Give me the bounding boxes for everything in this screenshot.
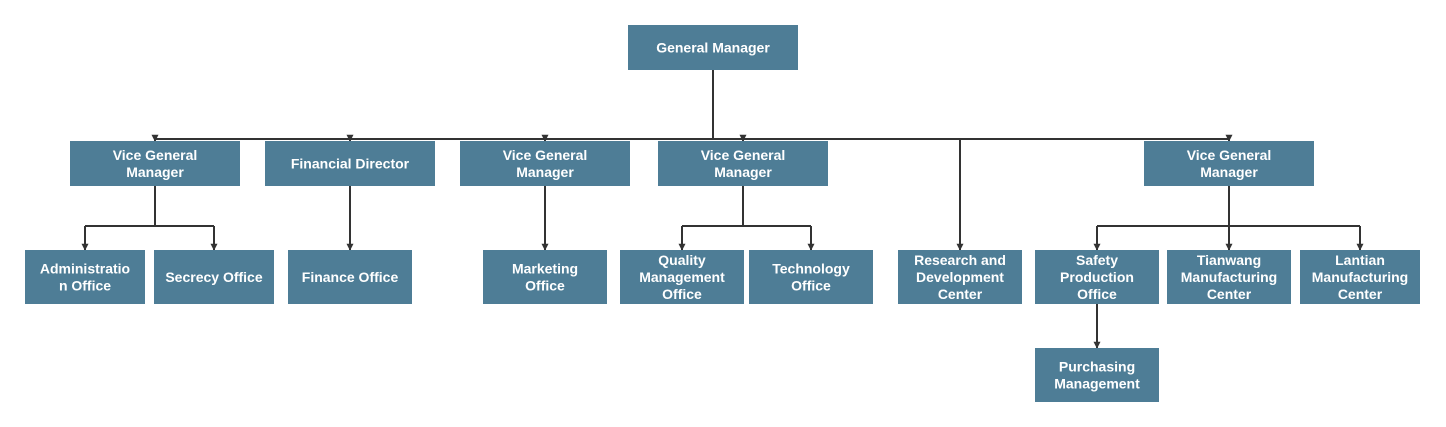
node-label-vgm3-line-0: Vice General: [701, 147, 786, 163]
node-finance: Finance Office: [288, 250, 412, 304]
node-secrecy: Secrecy Office: [154, 250, 274, 304]
node-fd: Financial Director: [265, 141, 435, 186]
node-label-quality-line-0: Quality: [658, 252, 706, 268]
node-label-admin-line-0: Administratio: [40, 261, 130, 277]
node-label-marketing-line-1: Office: [525, 278, 565, 294]
node-box-lantian: [1300, 250, 1420, 304]
node-label-fd-line-0: Financial Director: [291, 156, 410, 172]
node-label-lantian-line-0: Lantian: [1335, 252, 1385, 268]
node-label-safety-line-2: Office: [1077, 286, 1117, 302]
node-label-admin-line-1: n Office: [59, 278, 111, 294]
node-label-tech-line-1: Office: [791, 278, 831, 294]
node-label-gm-line-0: General Manager: [656, 40, 770, 56]
node-label-safety-line-1: Production: [1060, 269, 1134, 285]
node-label-vgm2-line-0: Vice General: [503, 147, 588, 163]
node-label-rdc-line-2: Center: [938, 286, 983, 302]
node-box-vgm1: [70, 141, 240, 186]
node-box-rdc: [898, 250, 1022, 304]
node-box-marketing: [483, 250, 607, 304]
node-box-vgm2: [460, 141, 630, 186]
node-box-finance: [288, 250, 412, 304]
node-box-vgm3: [658, 141, 828, 186]
node-label-lantian-line-2: Center: [1338, 286, 1383, 302]
node-box-tech: [749, 250, 873, 304]
node-box-fd: [265, 141, 435, 186]
node-label-tianwang-line-2: Center: [1207, 286, 1252, 302]
connector-layer: [81, 70, 1364, 349]
node-label-tianwang-line-1: Manufacturing: [1181, 269, 1277, 285]
node-label-quality-line-1: Management: [639, 269, 725, 285]
node-box-gm: [628, 25, 798, 70]
node-label-rdc-line-1: Development: [916, 269, 1004, 285]
node-label-secrecy-line-0: Secrecy Office: [165, 269, 262, 285]
node-label-safety-line-0: Safety: [1076, 252, 1118, 268]
node-box-secrecy: [154, 250, 274, 304]
node-box-purchasing: [1035, 348, 1159, 402]
node-label-rdc-line-0: Research and: [914, 252, 1006, 268]
node-box-safety: [1035, 250, 1159, 304]
node-label-purchasing-line-0: Purchasing: [1059, 359, 1135, 375]
node-label-vgm4-line-0: Vice General: [1187, 147, 1272, 163]
node-box-quality: [620, 250, 744, 304]
node-label-tech-line-0: Technology: [772, 261, 850, 277]
node-label-vgm4-line-1: Manager: [1200, 164, 1258, 180]
node-label-vgm3-line-1: Manager: [714, 164, 772, 180]
node-gm: General Manager: [628, 25, 798, 70]
node-label-vgm1-line-1: Manager: [126, 164, 184, 180]
node-box-tianwang: [1167, 250, 1291, 304]
node-label-finance-line-0: Finance Office: [302, 269, 399, 285]
node-label-vgm2-line-1: Manager: [516, 164, 574, 180]
node-box-vgm4: [1144, 141, 1314, 186]
node-label-tianwang-line-0: Tianwang: [1197, 252, 1261, 268]
node-label-vgm1-line-0: Vice General: [113, 147, 198, 163]
node-label-purchasing-line-1: Management: [1054, 376, 1140, 392]
node-label-marketing-line-0: Marketing: [512, 261, 578, 277]
node-box-admin: [25, 250, 145, 304]
node-label-lantian-line-1: Manufacturing: [1312, 269, 1408, 285]
node-label-quality-line-2: Office: [662, 286, 702, 302]
